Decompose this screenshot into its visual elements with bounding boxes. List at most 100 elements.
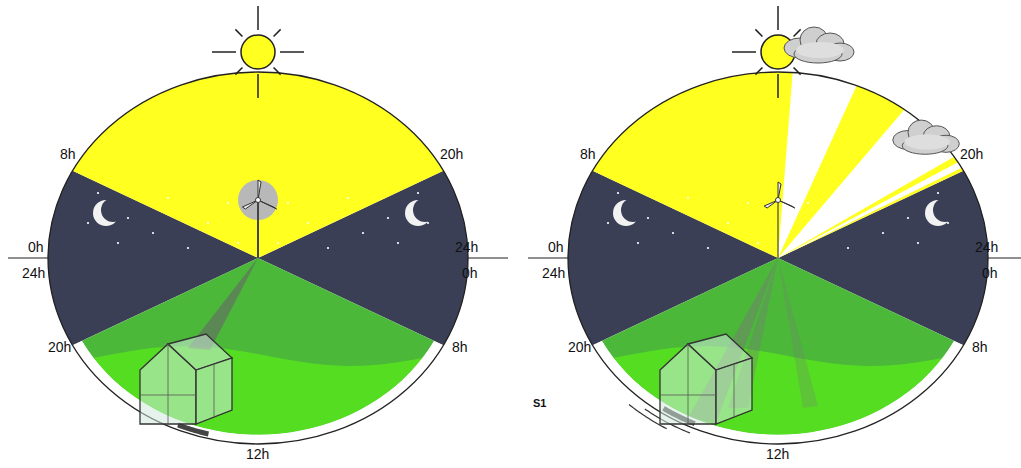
dial-outline (568, 72, 988, 444)
moon-shadow (621, 198, 645, 222)
sun-ray (274, 68, 281, 75)
star (97, 192, 99, 194)
hour-label: 24h (22, 266, 45, 280)
blade (258, 200, 277, 209)
cloud (893, 120, 960, 154)
hour-label: 24h (975, 240, 998, 254)
greenhouse-mullion (214, 364, 215, 417)
star (687, 197, 689, 199)
star (87, 222, 89, 224)
star (757, 242, 759, 244)
hour-label: 20h (48, 340, 71, 354)
star (607, 222, 609, 224)
star (937, 192, 939, 194)
star (117, 242, 119, 244)
hour-label: 20h (568, 340, 591, 354)
sun-ray (274, 29, 281, 36)
star (427, 222, 429, 224)
star (327, 247, 329, 249)
day-sector (593, 72, 964, 258)
hub (776, 198, 781, 203)
rim-band (593, 341, 964, 444)
greenhouse-mullion (688, 344, 689, 424)
star (647, 217, 649, 219)
star (637, 242, 639, 244)
sun-ray (257, 74, 259, 98)
sun-ray (212, 51, 236, 53)
star (797, 242, 799, 244)
star (847, 247, 849, 249)
hour-label: 12h (766, 447, 789, 461)
star (167, 197, 169, 199)
sun-ray (235, 68, 242, 75)
star (707, 247, 709, 249)
star (227, 202, 229, 204)
greenhouse-mullion (168, 344, 169, 424)
sun-ray (777, 6, 779, 30)
star (417, 192, 419, 194)
cloud-fill (904, 134, 950, 149)
star (747, 202, 749, 204)
hour-label: 20h (440, 147, 463, 161)
callout-label: S1 (533, 398, 546, 409)
star (152, 232, 154, 234)
star (867, 197, 869, 199)
sun-ray (794, 68, 801, 75)
star (387, 217, 389, 219)
dial-outline (48, 72, 468, 444)
hour-label: 8h (452, 340, 468, 354)
star (347, 197, 349, 199)
day-sector (73, 72, 444, 258)
star (827, 222, 829, 224)
hour-label: 24h (542, 266, 565, 280)
sun-ray (777, 74, 779, 98)
greenhouse-mullion (660, 395, 716, 396)
star (617, 192, 619, 194)
shadow-wedge (778, 258, 818, 408)
hour-label: 20h (960, 147, 983, 161)
star (882, 232, 884, 234)
greenhouse-mullion (734, 364, 735, 417)
hour-label: 8h (580, 147, 596, 161)
hour-label: 8h (972, 340, 988, 354)
star (287, 202, 289, 204)
star (187, 247, 189, 249)
hour-label: 0h (982, 266, 998, 280)
cloud (784, 27, 854, 63)
greenhouse-side (716, 358, 752, 424)
field-light (83, 346, 433, 435)
star (127, 217, 129, 219)
sun-ray (280, 51, 304, 53)
moon-shadow (413, 198, 437, 222)
cloud-fill (796, 42, 844, 58)
sun (241, 35, 275, 69)
greenhouse (660, 334, 752, 424)
tower (257, 200, 259, 258)
hour-label: 0h (28, 240, 44, 254)
moon-shadow (933, 198, 957, 222)
sun-ray (257, 6, 259, 30)
star (727, 222, 729, 224)
star (237, 242, 239, 244)
star (207, 222, 209, 224)
hour-label: 12h (246, 447, 269, 461)
greenhouse (140, 334, 232, 424)
star (277, 242, 279, 244)
sun-ray (794, 29, 801, 36)
storage-bar (178, 425, 208, 434)
sun-ray (755, 68, 762, 75)
star (947, 222, 949, 224)
greenhouse-mullion (140, 395, 196, 396)
cloud-gap (778, 162, 962, 258)
sun-ray (732, 51, 756, 53)
moon-shadow (101, 198, 125, 222)
star (907, 217, 909, 219)
star (807, 202, 809, 204)
rim-band (73, 341, 444, 444)
day-dial (8, 6, 508, 444)
hour-label: 24h (455, 240, 478, 254)
star (917, 242, 919, 244)
sun-ray (755, 29, 762, 36)
